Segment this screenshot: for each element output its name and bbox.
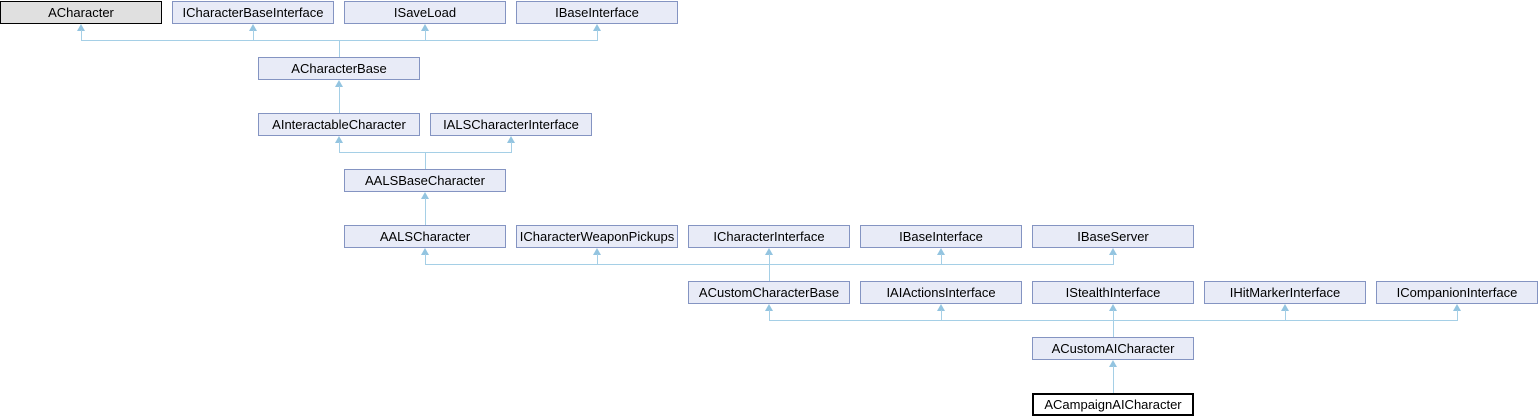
inheritance-edge-line (425, 30, 426, 41)
arrowhead-up-icon (1109, 304, 1117, 311)
class-node-icompanioninterface[interactable]: ICompanionInterface (1376, 281, 1538, 304)
inheritance-edge-line (339, 142, 340, 153)
inheritance-edge-line (1113, 254, 1114, 265)
class-node-aalscharacter[interactable]: AALSCharacter (344, 225, 506, 248)
class-node-acustomaicharacter[interactable]: ACustomAICharacter (1032, 337, 1194, 360)
arrowhead-up-icon (1109, 248, 1117, 255)
arrowhead-up-icon (249, 24, 257, 31)
inheritance-edge-line (253, 30, 254, 41)
class-node-ihitmarkerinterface[interactable]: IHitMarkerInterface (1204, 281, 1366, 304)
class-node-ialscharacterinterface[interactable]: IALSCharacterInterface (430, 113, 592, 136)
arrowhead-up-icon (507, 136, 515, 143)
arrowhead-up-icon (421, 192, 429, 199)
inheritance-edge-line (425, 254, 426, 265)
arrowhead-up-icon (1109, 360, 1117, 367)
inheritance-edge-line (769, 310, 770, 321)
arrowhead-up-icon (765, 248, 773, 255)
arrowhead-up-icon (335, 80, 343, 87)
inheritance-edge-line (1113, 366, 1114, 393)
arrowhead-up-icon (593, 248, 601, 255)
class-node-ainteractablecharacter[interactable]: AInteractableCharacter (258, 113, 420, 136)
class-node-acharacterbase[interactable]: ACharacterBase (258, 57, 420, 80)
class-node-iaiactionsinterface[interactable]: IAIActionsInterface (860, 281, 1022, 304)
class-node-ibaseserver[interactable]: IBaseServer (1032, 225, 1194, 248)
inheritance-edge-line (425, 152, 426, 169)
inheritance-edge-line (511, 142, 512, 153)
inheritance-edge-line (425, 198, 426, 225)
class-node-istealthinterface[interactable]: IStealthInterface (1032, 281, 1194, 304)
inheritance-edge-line (769, 264, 770, 281)
class-node-isaveload[interactable]: ISaveLoad (344, 1, 506, 24)
inheritance-edge-line (597, 254, 598, 265)
inheritance-edge-line (1285, 310, 1286, 321)
class-node-icharacterbaseinterface[interactable]: ICharacterBaseInterface (172, 1, 334, 24)
class-node-acampaignaicharacter: ACampaignAICharacter (1032, 393, 1194, 416)
arrowhead-up-icon (593, 24, 601, 31)
arrowhead-up-icon (1453, 304, 1461, 311)
inheritance-edge-line (1113, 310, 1114, 321)
arrowhead-up-icon (937, 248, 945, 255)
inheritance-edge-line (81, 30, 82, 41)
arrowhead-up-icon (937, 304, 945, 311)
inheritance-edge-line (597, 30, 598, 41)
class-node-icharacterweaponpickups[interactable]: ICharacterWeaponPickups (516, 225, 678, 248)
inheritance-edge-line (769, 254, 770, 265)
class-node-ibaseinterface-2[interactable]: IBaseInterface (860, 225, 1022, 248)
class-node-acharacter: ACharacter (0, 1, 162, 24)
class-node-icharacterinterface[interactable]: ICharacterInterface (688, 225, 850, 248)
arrowhead-up-icon (765, 304, 773, 311)
class-node-ibaseinterface[interactable]: IBaseInterface (516, 1, 678, 24)
arrowhead-up-icon (421, 248, 429, 255)
arrowhead-up-icon (421, 24, 429, 31)
arrowhead-up-icon (77, 24, 85, 31)
arrowhead-up-icon (1281, 304, 1289, 311)
inheritance-edge-line (1113, 320, 1114, 337)
inheritance-edge-line (339, 86, 340, 113)
inheritance-edge-line (941, 310, 942, 321)
inheritance-edge-line (339, 40, 340, 57)
class-node-aalsbasecharacter[interactable]: AALSBaseCharacter (344, 169, 506, 192)
inheritance-edge-line (941, 254, 942, 265)
inheritance-edge-line (1457, 310, 1458, 321)
class-node-acustomcharacterbase[interactable]: ACustomCharacterBase (688, 281, 850, 304)
arrowhead-up-icon (335, 136, 343, 143)
